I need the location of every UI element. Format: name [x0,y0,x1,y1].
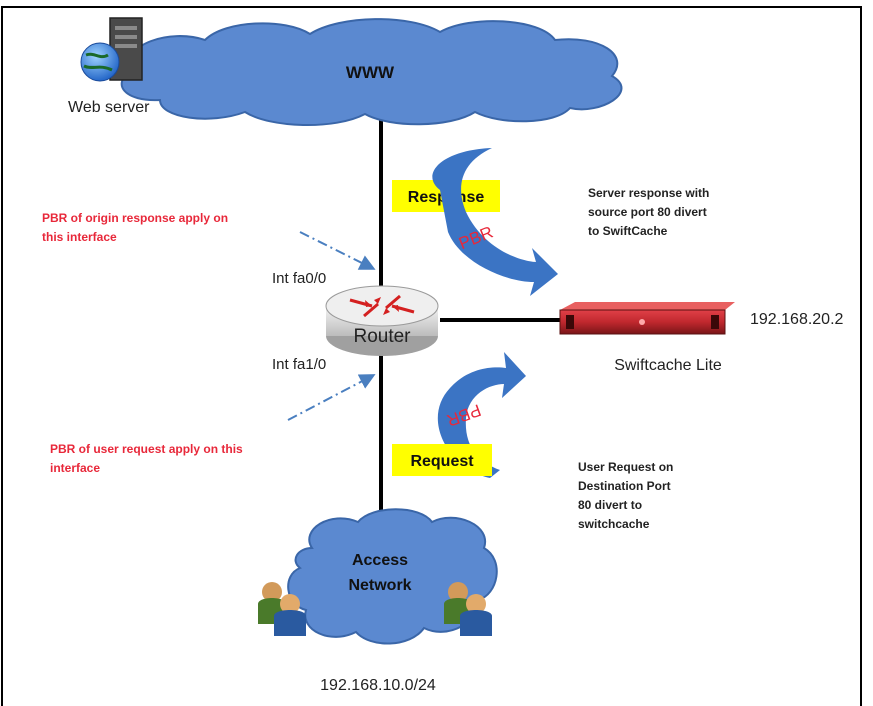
swiftcache-appliance-icon [559,302,735,335]
web-server-icon [80,17,143,82]
pbr-response-arrow [432,148,558,296]
interface-fa1-label: Int fa1/0 [272,356,326,373]
note-origin-response-2: this interface [42,230,117,244]
web-server-label: Web server [68,99,150,116]
access-network-subnet: 192.168.10.0/24 [320,677,436,694]
dash-arrow-user [287,374,376,421]
users-right-icon [444,582,492,636]
router-label: Router [353,326,411,347]
request-box [392,444,492,476]
diagram-frame [1,6,862,706]
router-icon [325,285,439,356]
note-user-request-1: PBR of user request apply on this [50,442,243,456]
note-server-response-1: Server response with [588,186,709,200]
note-user-divert-3: 80 divert to [578,498,642,512]
request-label: Request [410,453,474,470]
note-user-divert-1: User Request on [578,460,673,474]
interface-fa0-label: Int fa0/0 [272,270,326,287]
dash-arrow-origin [299,231,376,270]
www-label: WWW [346,63,395,82]
access-network-line1: Access [352,552,408,569]
note-server-response-2: source port 80 divert [588,205,707,219]
users-left-icon [258,582,306,636]
access-network-line2: Network [348,577,411,594]
note-user-divert-2: Destination Port [578,479,671,493]
note-server-response-3: to SwiftCache [588,224,668,238]
note-user-request-2: interface [50,461,100,475]
swiftcache-label: Swiftcache Lite [614,357,722,374]
www-cloud [120,18,623,126]
note-origin-response-1: PBR of origin response apply on [42,211,228,225]
swiftcache-ip: 192.168.20.2 [750,311,844,328]
note-user-divert-4: switchcache [578,517,650,531]
